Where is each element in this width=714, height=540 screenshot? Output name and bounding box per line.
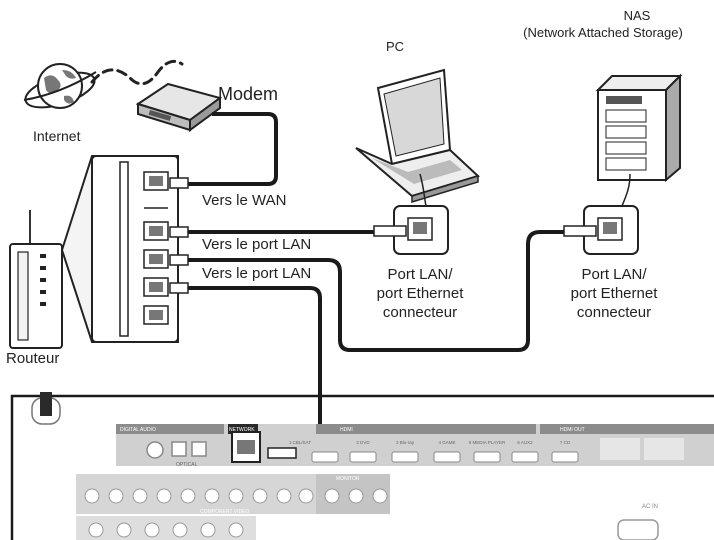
hdmi-input-label: 2 DVD [356, 440, 370, 445]
panel-ac-in-label: AC IN [642, 504, 658, 510]
internet-globe-icon [23, 63, 97, 109]
panel-network-label: NETWORK [229, 427, 255, 433]
to-lan-label-2: Vers le port LAN [202, 265, 312, 282]
hdmi-input-label: 5 MEDIA PLAYER [469, 440, 506, 445]
router-back-panel [60, 155, 179, 343]
hdmi-input-label: 6 AUX2 [517, 440, 533, 445]
pc-port-label-line2: port Ethernet [376, 285, 464, 302]
hdmi-input-label: 4 GAME [438, 440, 455, 445]
nas-lan-port-icon [563, 173, 639, 255]
nas-subtitle: (Network Attached Storage) [523, 25, 683, 40]
router-nas-cable [188, 230, 570, 352]
pc-lan-port-icon [373, 173, 449, 255]
hdmi-input-label: 7 CD [560, 440, 571, 445]
to-wan-label: Vers le WAN [202, 192, 287, 209]
panel-optical-label: OPTICAL [176, 462, 198, 468]
hdmi-input-label: 1 CBL/SAT [289, 440, 311, 445]
to-lan-label-1: Vers le port LAN [202, 236, 312, 253]
nas-port-label-line3: connecteur [576, 304, 652, 321]
pc-port-label-line3: connecteur [382, 304, 458, 321]
nas-port-label-line1: Port LAN/ [581, 266, 647, 283]
pc-label: PC [386, 39, 405, 54]
modem-label: Modem [218, 84, 279, 104]
pc-port-label-line1: Port LAN/ [387, 266, 453, 283]
panel-digital-audio-label: DIGITAL AUDIO [120, 427, 156, 433]
router-label: Routeur [6, 350, 60, 367]
panel-component-video-label: COMPONENT VIDEO [200, 509, 249, 515]
internet-link-dashed [90, 59, 184, 86]
panel-hdmi-input-labels: 1 CBL/SAT 2 DVD 3 Blu-ray 4 GAME 5 MEDIA… [289, 440, 571, 445]
hdmi-input-label: 3 Blu-ray [396, 440, 415, 445]
nas-port-label-line2: port Ethernet [570, 285, 658, 302]
nas-title: NAS [623, 8, 651, 23]
internet-label: Internet [33, 128, 81, 144]
modem-wan-cable [188, 112, 278, 186]
modem-icon [135, 82, 223, 132]
nas-tower-icon [595, 73, 683, 183]
pc-laptop-icon [355, 68, 480, 204]
receiver-rear-panel [10, 392, 714, 540]
router-device-icon [9, 210, 63, 349]
panel-hdmi-out-label: HDMI OUT [560, 427, 585, 433]
panel-monitor-label: MONITOR [336, 476, 360, 482]
panel-hdmi-label: HDMI [340, 427, 353, 433]
